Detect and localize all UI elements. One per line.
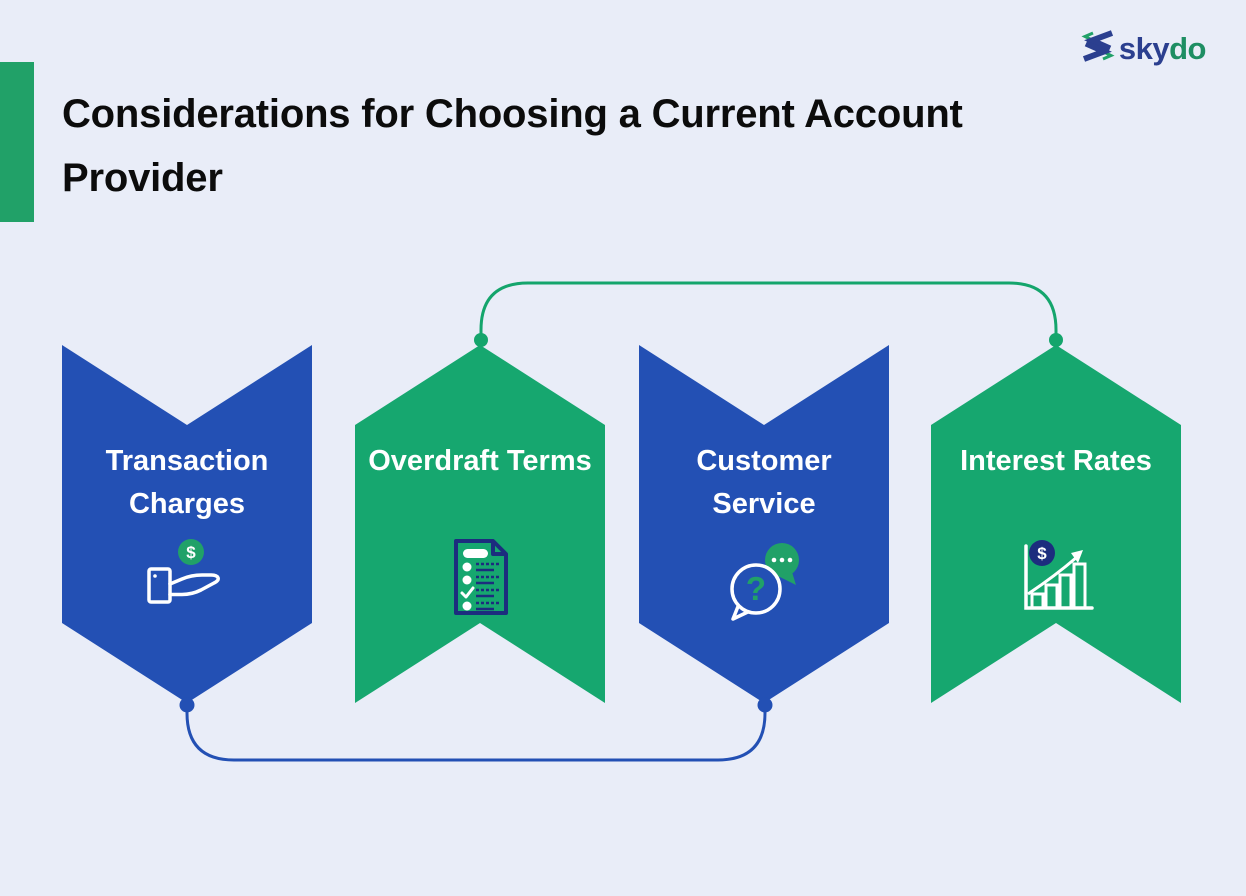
banner-label: Overdraft Terms <box>368 445 592 477</box>
page-title: Considerations for Choosing a Current Ac… <box>62 92 963 200</box>
pennant-shape <box>931 345 1181 703</box>
pennant-shape <box>355 345 605 703</box>
banner-label: Transaction Charges <box>105 445 269 520</box>
chat-question-icon: ? <box>722 538 806 627</box>
svg-text:$: $ <box>186 543 196 562</box>
checklist-icon <box>449 538 511 621</box>
banner-customer-service: Customer Service ? <box>639 345 889 703</box>
title-accent-bar <box>0 62 34 222</box>
svg-text:$: $ <box>1037 544 1047 563</box>
growth-chart-icon: $ <box>1015 538 1097 621</box>
top-connector-green <box>479 281 1058 337</box>
logo-wordmark: skydo <box>1118 30 1207 67</box>
skydo-s-icon <box>1081 30 1115 67</box>
logo-text-do: do <box>1169 30 1206 66</box>
bottom-connector-blue <box>185 706 767 762</box>
svg-text:?: ? <box>746 570 766 607</box>
banner-interest-rates: Interest Rates $ <box>931 345 1181 703</box>
pennant-shape <box>62 345 312 703</box>
banner-overdraft-terms: Overdraft Terms <box>355 345 605 703</box>
pennant-shape <box>639 345 889 703</box>
hand-coin-icon: $ <box>144 538 230 615</box>
banner-label: Interest Rates <box>960 445 1152 477</box>
banner-transaction-charges: Transaction Charges $ <box>62 345 312 703</box>
skydo-logo: skydo <box>1081 30 1206 67</box>
banner-label: Customer Service <box>696 445 832 520</box>
logo-text-sky: sky <box>1118 30 1170 66</box>
